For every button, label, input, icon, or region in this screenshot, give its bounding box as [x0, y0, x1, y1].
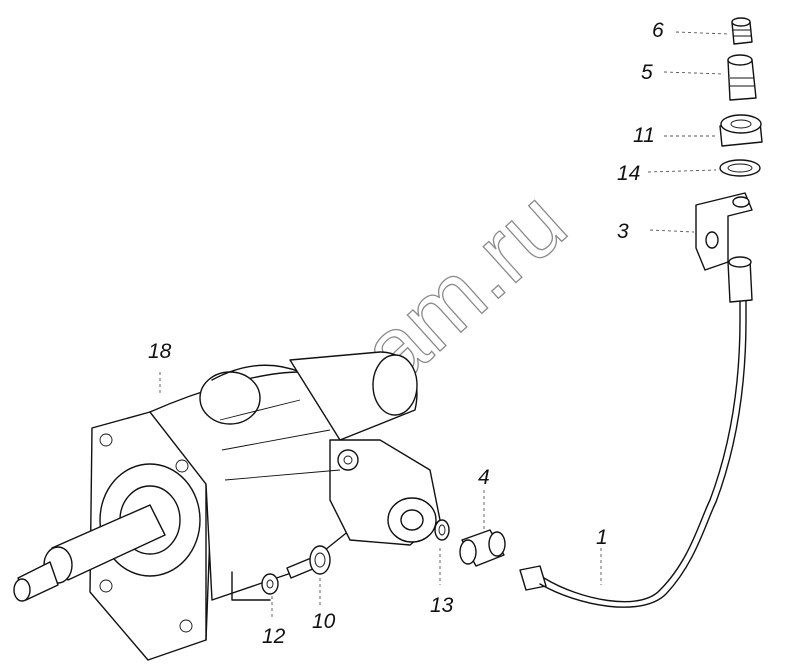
- bracket-part-3: [695, 192, 753, 303]
- callout-13: 13: [430, 594, 454, 617]
- callout-14: 14: [617, 162, 640, 185]
- callout-18: 18: [148, 340, 172, 363]
- booster-housing: [13, 351, 441, 661]
- pipe-part-1: [519, 281, 747, 608]
- callout-5: 5: [641, 61, 653, 84]
- washer-part-12: [261, 573, 279, 595]
- callout-3: 3: [617, 220, 629, 243]
- callout-12: 12: [262, 625, 286, 648]
- callout-6: 6: [652, 19, 664, 42]
- bolt-part-10: [286, 545, 331, 579]
- callout-1: 1: [596, 526, 608, 549]
- cap-part-6: [731, 17, 753, 45]
- fitting-part-4: [459, 529, 506, 567]
- adapter-part-5: [727, 54, 757, 101]
- callout-4: 4: [478, 466, 490, 489]
- callout-11: 11: [633, 124, 655, 147]
- washer-part-14: [719, 159, 761, 177]
- leader-lines: [159, 31, 729, 620]
- nut-part-11: [719, 114, 763, 147]
- callout-10: 10: [312, 610, 336, 633]
- washer-part-13: [434, 519, 450, 541]
